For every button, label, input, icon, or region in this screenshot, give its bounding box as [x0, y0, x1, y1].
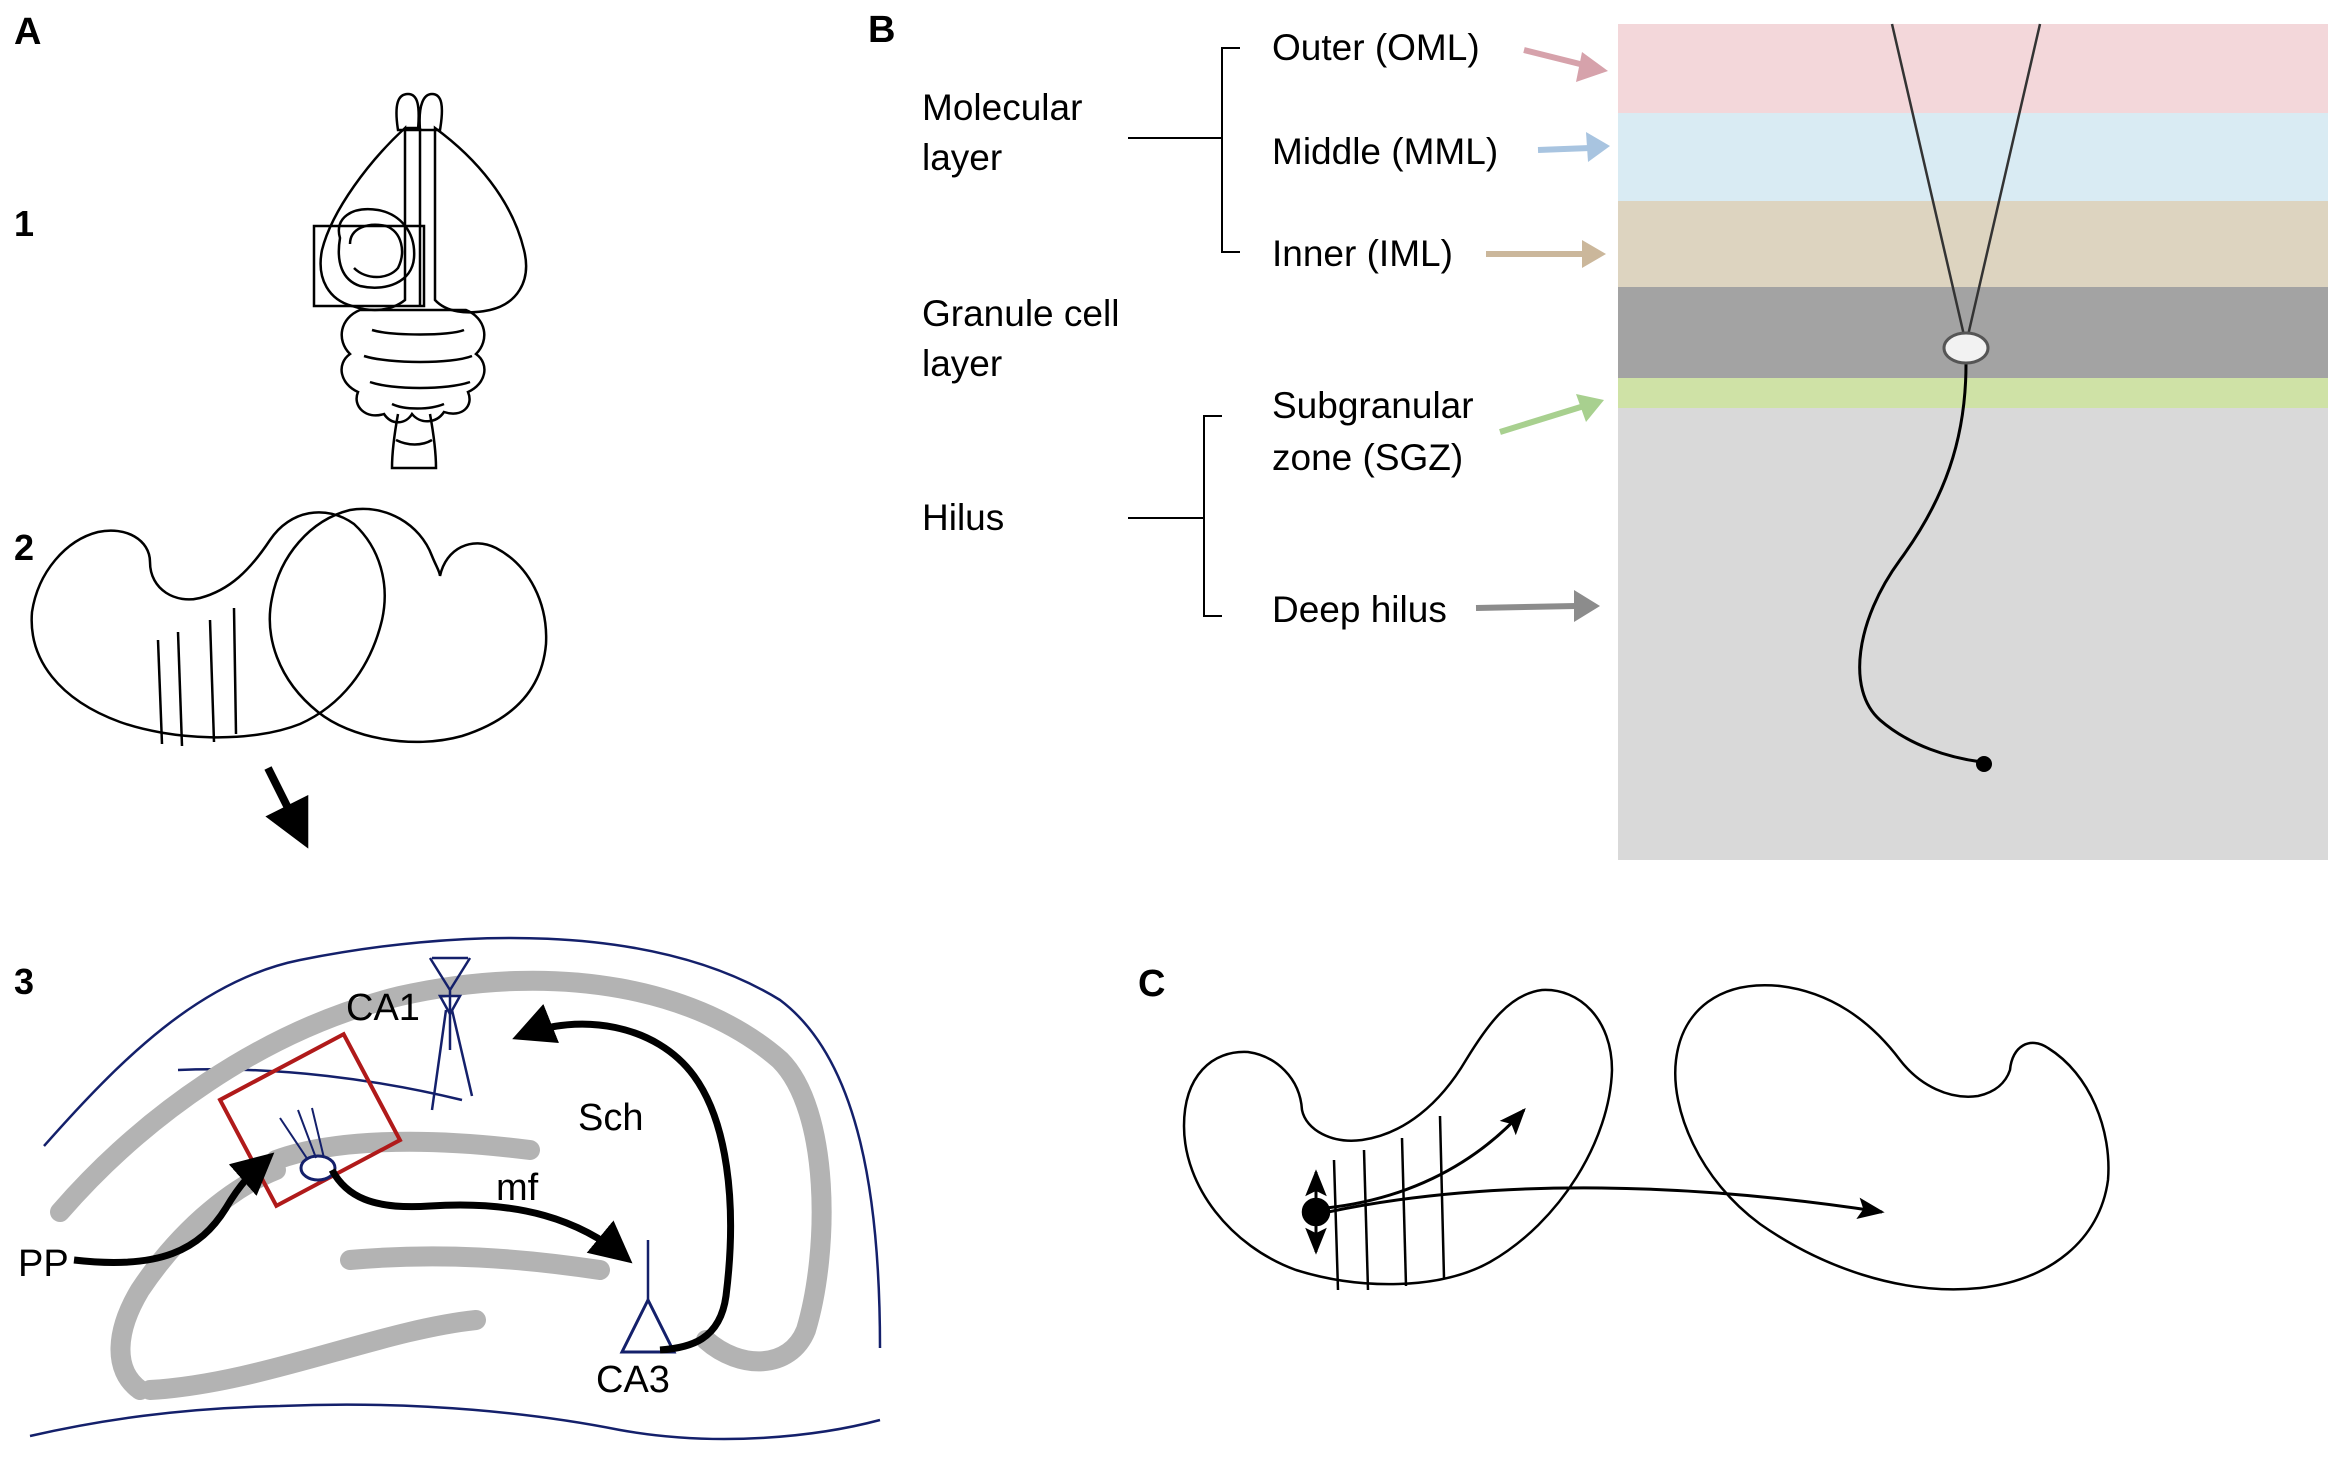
label-granule-2: layer [922, 343, 1002, 384]
granule-soma [1942, 331, 1990, 365]
contralateral-arrow [1327, 1186, 1885, 1219]
panel-label-c: C [1138, 963, 1165, 1005]
label-pp: PP [18, 1243, 69, 1285]
label-granule-1: Granule cell [922, 293, 1119, 334]
perforant-path-arrow [73, 1152, 275, 1266]
mml-band [1618, 113, 2328, 201]
deep-hilus-arrow [1475, 590, 1600, 622]
label-inner: Inner (IML) [1272, 233, 1453, 274]
step-label-3: 3 [14, 961, 34, 1002]
ca3-pyramidal-cell [619, 1296, 677, 1354]
iml-band [1618, 201, 2328, 287]
layer-diagram [1618, 23, 2328, 860]
label-sgz-1: Subgranular [1272, 385, 1474, 426]
dentate-gyrus-section-a2 [30, 507, 548, 747]
brain-illustration [312, 92, 528, 470]
step-label-2: 2 [14, 527, 34, 568]
label-ca1: CA1 [346, 987, 420, 1029]
panel-label-b: B [868, 9, 895, 51]
layer-arrows [1475, 47, 1610, 622]
label-mf: mf [496, 1167, 539, 1209]
ipsilateral-arrow [1325, 1107, 1526, 1210]
granule-cell [299, 1154, 337, 1182]
dentate-gyrus-section-c [1182, 983, 2110, 1291]
progenitor-cell [1301, 1197, 1331, 1227]
hilus-band [1618, 408, 2328, 860]
label-ca3: CA3 [596, 1359, 670, 1401]
sgz-band [1618, 378, 2328, 408]
label-sgz-2: zone (SGZ) [1272, 437, 1463, 478]
hippocampus-schematic: CA1 CA3 PP mf Sch [18, 936, 882, 1441]
down-arrow-icon [264, 766, 309, 849]
label-sch: Sch [578, 1097, 643, 1139]
label-middle: Middle (MML) [1272, 131, 1498, 172]
panel-label-a: A [14, 11, 41, 53]
mossy-fiber-arrow [328, 1168, 633, 1264]
schaffer-collateral-arrow [512, 1004, 735, 1354]
hilus-bracket [1128, 415, 1222, 617]
molecular-bracket [1128, 47, 1240, 253]
mml-arrow [1537, 132, 1610, 162]
label-deep-hilus: Deep hilus [1272, 589, 1447, 630]
label-outer: Outer (OML) [1272, 27, 1480, 68]
axon [1858, 363, 1983, 764]
label-molecular-2: layer [922, 137, 1002, 178]
axon-terminal [1976, 756, 1992, 772]
sgz-arrow [1499, 394, 1604, 435]
iml-arrow [1486, 240, 1606, 268]
oml-band [1618, 24, 2328, 113]
oml-arrow [1523, 47, 1608, 82]
ca1-pyramidal-cell [428, 956, 474, 1111]
label-molecular-1: Molecular [922, 87, 1082, 128]
label-hilus: Hilus [922, 497, 1004, 538]
step-label-1: 1 [14, 203, 34, 244]
dendrite [1890, 23, 2042, 345]
